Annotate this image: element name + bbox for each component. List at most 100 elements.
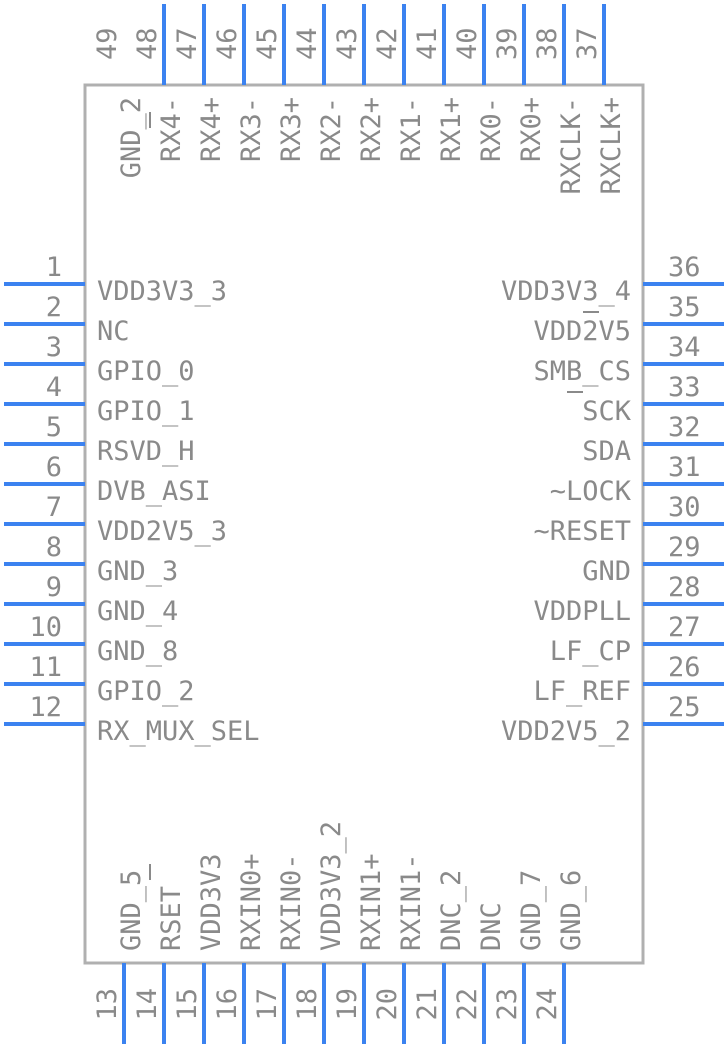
pin-34-number: 34 [668, 332, 701, 363]
pin-47-number: 47 [172, 27, 203, 60]
pin-7-number: 7 [46, 492, 62, 523]
pin-label-lf-cp: LF_CP [550, 636, 631, 667]
pin-23-number: 23 [492, 988, 523, 1021]
bottom-pin-group: 13 GND_5 14 RSET 15 VDD3V3 16 RXIN0+ 17 RXIN0- 18 V… [92, 821, 587, 1044]
pin-49-number: 49 [92, 27, 123, 60]
pin-45-number: 45 [252, 27, 283, 60]
pin-label-rx0-plus: RX0+ [516, 97, 547, 162]
pin-label-gnd-3: GND_3 [97, 556, 178, 587]
pin-12-number: 12 [29, 692, 62, 723]
pin-label-gnd: GND [582, 556, 631, 587]
pin-15-number: 15 [172, 988, 203, 1021]
pin-label-gpio-0: GPIO_0 [97, 356, 195, 387]
pin-13-number: 13 [92, 988, 123, 1021]
pin-31-number: 31 [668, 452, 701, 483]
pin-48-number: 48 [132, 27, 163, 60]
pin-label-rx4-plus: RX4+ [196, 97, 227, 162]
pin-35-number: 35 [668, 292, 701, 323]
pin-14-number: 14 [132, 988, 163, 1021]
pin-11-number: 11 [29, 652, 62, 683]
pin-22-number: 22 [452, 988, 483, 1021]
pin-label-gnd-5: GND_5 [116, 870, 147, 951]
pin-24-number: 24 [532, 988, 563, 1021]
pin-label-vdd2v5-2: VDD2V5_2 [501, 716, 631, 747]
pin-9-number: 9 [46, 572, 62, 603]
pin-label-rx0: RX0- [476, 97, 507, 162]
pin-label-n-lock: ~LOCK [550, 476, 632, 507]
pin-label-vdd3v3: VDD3V3 [196, 853, 227, 951]
pin-18-number: 18 [292, 988, 323, 1021]
pin-1-number: 1 [46, 252, 62, 283]
pin-label-vdd2v5: VDD2V5 [533, 316, 631, 347]
pin-label-gpio-1: GPIO_1 [97, 396, 195, 427]
pin-label-rx1-plus: RX1+ [436, 97, 467, 162]
pin-44-number: 44 [292, 27, 323, 60]
pin-16-number: 16 [212, 988, 243, 1021]
pin-21-number: 21 [412, 988, 443, 1021]
pin-label-gnd-7: GND_7 [516, 870, 547, 951]
pin-label-sck: SCK [582, 396, 632, 427]
pin-label-vdd2v5-3: VDD2V5_3 [97, 516, 227, 547]
pin-label-rset: RSET [156, 886, 187, 951]
pin-label-dvb-asi: DVB_ASI [97, 476, 211, 507]
pin-46-number: 46 [212, 27, 243, 60]
pin-label-rx2-plus: RX2+ [356, 97, 387, 162]
pin-5-number: 5 [46, 412, 62, 443]
pin-6-number: 6 [46, 452, 62, 483]
pin-36-number: 36 [668, 252, 701, 283]
pin-10-number: 10 [29, 612, 62, 643]
pin-label-rxin0-plus: RXIN0+ [236, 853, 267, 951]
pin-label-n-reset: ~RESET [533, 516, 631, 547]
pin-label-dnc: DNC [476, 902, 507, 951]
pin-41-number: 41 [412, 27, 443, 60]
pin-30-number: 30 [668, 492, 701, 523]
pin-label-gnd-6: GND_6 [556, 870, 587, 951]
pin-2-number: 2 [46, 292, 62, 323]
pin-label-vddpll: VDDPLL [533, 596, 631, 627]
pin-8-number: 8 [46, 532, 62, 563]
pin-25-number: 25 [668, 692, 701, 723]
pin-label-gnd-4: GND_4 [97, 596, 178, 627]
pin-26-number: 26 [668, 652, 701, 683]
pin-label-rxin1-plus: RXIN1+ [356, 853, 387, 951]
overbar-group [149, 112, 599, 880]
pin-label-gpio-2: GPIO_2 [97, 676, 195, 707]
pin-33-number: 33 [668, 372, 701, 403]
pin-20-number: 20 [372, 988, 403, 1021]
pin-39-number: 39 [492, 27, 523, 60]
pin-label-vdd3v3-4: VDD3V3_4 [501, 276, 631, 307]
pin-label-gnd-2: GND_2 [116, 97, 147, 178]
pin-42-number: 42 [372, 27, 403, 60]
pin-label-rxin0: RXIN0- [276, 853, 307, 951]
pin-label-rsvd-h: RSVD_H [97, 436, 195, 467]
pin-43-number: 43 [332, 27, 363, 60]
pin-32-number: 32 [668, 412, 701, 443]
pin-4-number: 4 [46, 372, 62, 403]
pin-label-smb-cs: SMB_CS [533, 356, 631, 387]
pin-label-lf-ref: LF_REF [533, 676, 631, 707]
pin-label-sda: SDA [582, 436, 631, 467]
pin-label-rxclk-plus: RXCLK+ [596, 97, 627, 195]
pin-label-rxin1: RXIN1- [396, 853, 427, 951]
pin-label-rx3: RX3- [236, 97, 267, 162]
pin-label-dnc-2: DNC_2 [436, 870, 467, 951]
pin-label-gnd-8: GND_8 [97, 636, 178, 667]
pin-29-number: 29 [668, 532, 701, 563]
pin-40-number: 40 [452, 27, 483, 60]
pin-label-vdd3v3-2: VDD3V3_2 [316, 821, 347, 951]
pin-17-number: 17 [252, 988, 283, 1021]
pin-27-number: 27 [668, 612, 701, 643]
pin-label-rx4: RX4- [156, 97, 187, 162]
pin-3-number: 3 [46, 332, 62, 363]
pin-label-vdd3v3-3: VDD3V3_3 [97, 276, 227, 307]
pin-label-rxclk: RXCLK- [556, 97, 587, 195]
ic-body [83, 83, 645, 965]
pin-label-rx3-plus: RX3+ [276, 97, 307, 162]
pin-37-number: 37 [572, 27, 603, 60]
pin-label-nc: NC [97, 316, 130, 347]
pin-28-number: 28 [668, 572, 701, 603]
pin-label-rx2: RX2- [316, 97, 347, 162]
